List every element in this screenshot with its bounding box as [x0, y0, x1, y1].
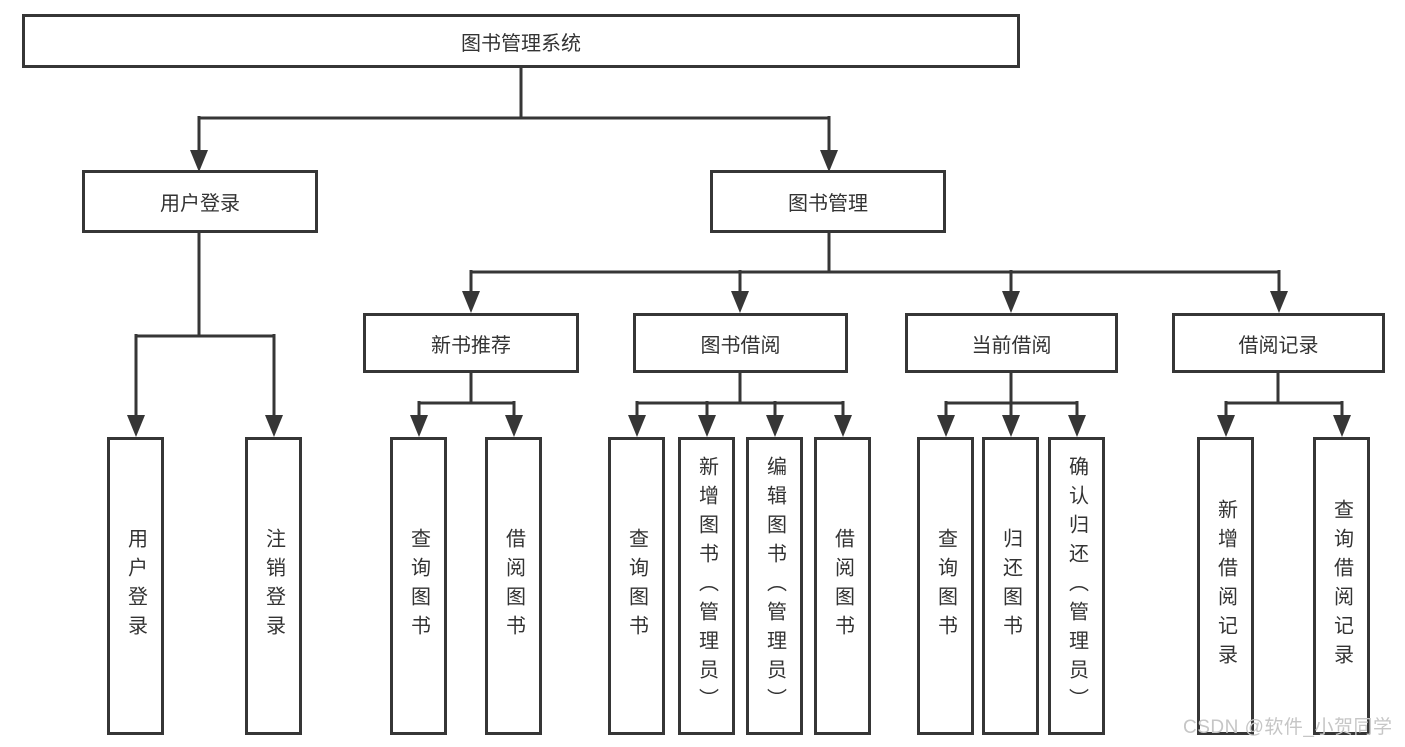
node-label: 归还图书 [999, 528, 1022, 644]
node-borrowing-records: 借阅记录 [1172, 313, 1385, 373]
leaf-user-login: 用户登录 [107, 437, 164, 735]
leaf-borrow-books-recommend: 借阅图书 [485, 437, 542, 735]
node-book-management: 图书管理 [710, 170, 946, 233]
node-label: 借阅图书 [831, 528, 854, 644]
leaf-query-books-current: 查询图书 [917, 437, 974, 735]
leaf-add-book-admin: 新增图书（管理员） [678, 437, 735, 735]
node-label: 用户登录 [124, 528, 147, 644]
node-library-management-system: 图书管理系统 [22, 14, 1020, 68]
leaf-edit-book-admin: 编辑图书（管理员） [746, 437, 803, 735]
node-label: 当前借阅 [971, 334, 1052, 357]
node-label: 注销登录 [262, 528, 285, 644]
node-label: 用户登录 [160, 193, 240, 215]
node-label: 编辑图书（管理员） [763, 455, 786, 717]
node-label: 新书推荐 [431, 334, 511, 357]
leaf-return-book: 归还图书 [982, 437, 1039, 735]
leaf-add-borrow-record: 新增借阅记录 [1197, 437, 1254, 735]
leaf-query-books-recommend: 查询图书 [390, 437, 447, 735]
node-label: 借阅记录 [1238, 334, 1319, 357]
leaf-logout: 注销登录 [245, 437, 302, 735]
node-label: 查询图书 [625, 528, 648, 644]
node-book-borrowing: 图书借阅 [633, 313, 848, 373]
leaf-query-borrow-record: 查询借阅记录 [1313, 437, 1370, 735]
node-label: 新增借阅记录 [1214, 499, 1237, 673]
node-label: 借阅图书 [502, 528, 525, 644]
csdn-watermark: CSDN @软件_小贺同学 [1183, 717, 1393, 738]
node-label: 新增图书（管理员） [695, 455, 718, 717]
leaf-confirm-return-admin: 确认归还（管理员） [1048, 437, 1105, 735]
node-current-borrowing: 当前借阅 [905, 313, 1118, 373]
leaf-query-books-borrowing: 查询图书 [608, 437, 665, 735]
node-new-book-recommendation: 新书推荐 [363, 313, 579, 373]
node-label: 查询借阅记录 [1330, 499, 1353, 673]
node-label: 查询图书 [934, 528, 957, 644]
node-label: 图书借阅 [700, 334, 781, 357]
node-user-login: 用户登录 [82, 170, 318, 233]
node-label: 图书管理 [788, 193, 868, 215]
node-label: 确认归还（管理员） [1065, 455, 1088, 717]
node-label: 图书管理系统 [461, 32, 581, 55]
node-label: 查询图书 [407, 528, 430, 644]
leaf-borrow-books-borrowing: 借阅图书 [814, 437, 871, 735]
